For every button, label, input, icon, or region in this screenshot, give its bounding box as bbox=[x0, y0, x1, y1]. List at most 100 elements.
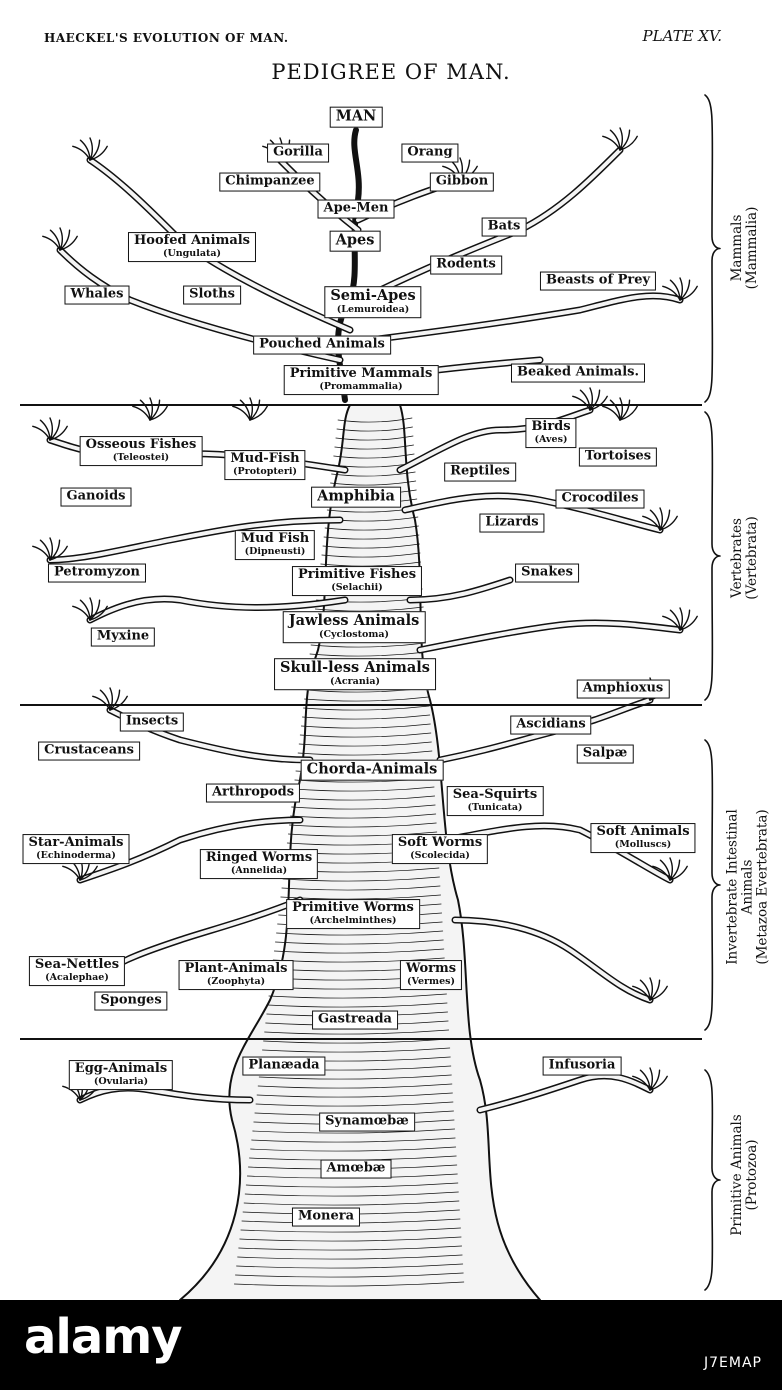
twig bbox=[72, 605, 91, 621]
taxon-label-ringed-worms: Ringed Worms(Annelida) bbox=[199, 849, 319, 879]
taxon-name: Rodents bbox=[436, 256, 496, 272]
bark-hatch bbox=[251, 1137, 456, 1143]
taxon-name: Bats bbox=[487, 218, 521, 234]
bark-hatch bbox=[330, 480, 417, 486]
taxon-label-amphioxus: Amphioxus bbox=[576, 679, 670, 699]
bark-hatch bbox=[304, 696, 430, 702]
taxon-name: Ape-Men bbox=[323, 200, 389, 216]
bark-hatch bbox=[293, 786, 435, 792]
taxon-latin-name: (Molluscs) bbox=[614, 839, 672, 851]
twig bbox=[649, 1075, 668, 1091]
taxon-label-man: MAN bbox=[329, 106, 383, 128]
taxon-label-mud-fish-protopteri: Mud-Fish(Protopteri) bbox=[224, 450, 306, 480]
twig bbox=[679, 609, 691, 631]
twig bbox=[92, 695, 111, 711]
taxon-name: MAN bbox=[335, 107, 377, 125]
branch-inner bbox=[403, 493, 662, 532]
twig bbox=[149, 397, 154, 421]
taxon-name: Synamœbæ bbox=[325, 1113, 409, 1129]
twig bbox=[652, 865, 671, 881]
twig bbox=[642, 515, 661, 531]
bark-hatch bbox=[321, 552, 421, 558]
bark-hatch bbox=[282, 876, 440, 882]
taxon-name: Snakes bbox=[521, 564, 573, 580]
taxon-label-salpae: Salpæ bbox=[576, 744, 634, 764]
twig bbox=[619, 397, 624, 421]
taxon-name: Sea-Nettles bbox=[34, 957, 120, 973]
branch-inner bbox=[408, 578, 512, 602]
taxon-latin-name: (Scolecida) bbox=[410, 850, 470, 862]
twig bbox=[619, 129, 631, 151]
taxon-name: Soft Worms bbox=[397, 835, 483, 851]
section-bracket bbox=[704, 411, 721, 701]
taxon-label-synamoebae: Synamœbæ bbox=[319, 1112, 415, 1132]
taxon-name: Lizards bbox=[485, 514, 539, 530]
taxon-latin-name: (Acalephae) bbox=[45, 972, 109, 984]
taxon-label-gorilla: Gorilla bbox=[267, 143, 329, 163]
plate-page: HAECKEL'S EVOLUTION OF MAN. PLATE XV. PE… bbox=[20, 27, 771, 1300]
twig bbox=[249, 405, 268, 421]
twig bbox=[589, 389, 601, 411]
twig bbox=[79, 139, 91, 161]
twig bbox=[669, 857, 674, 881]
twig bbox=[659, 507, 664, 531]
section-bracket bbox=[704, 94, 721, 403]
taxon-name: Whales bbox=[70, 286, 124, 302]
bark-hatch bbox=[292, 795, 436, 801]
twig bbox=[49, 229, 61, 251]
bark-hatch bbox=[257, 1083, 453, 1089]
taxon-latin-name: (Selachii) bbox=[331, 582, 383, 594]
twig bbox=[632, 1075, 651, 1091]
taxon-label-insects: Insects bbox=[119, 712, 185, 732]
bark-hatch bbox=[281, 885, 441, 891]
bark-hatch bbox=[297, 750, 433, 756]
twig bbox=[149, 405, 168, 421]
bark-hatch bbox=[276, 930, 444, 936]
taxon-label-ape-men: Ape-Men bbox=[317, 199, 395, 219]
twig bbox=[32, 545, 51, 561]
taxon-name: Orang bbox=[407, 144, 453, 160]
bark-hatch bbox=[336, 426, 413, 432]
taxon-label-gibbon: Gibbon bbox=[429, 172, 495, 192]
bark-hatch bbox=[290, 813, 437, 819]
taxon-name: Sea-Squirts bbox=[452, 787, 538, 803]
bark-hatch bbox=[275, 939, 444, 945]
taxon-label-reptiles: Reptiles bbox=[444, 462, 516, 482]
taxon-name: Petromyzon bbox=[53, 564, 141, 580]
twig bbox=[662, 285, 681, 301]
twig bbox=[59, 235, 78, 251]
twig bbox=[39, 539, 51, 561]
twig bbox=[109, 689, 121, 711]
taxon-name: Skull-less Animals bbox=[280, 659, 430, 677]
branch-inner bbox=[478, 1073, 652, 1112]
taxon-label-snakes: Snakes bbox=[515, 563, 579, 583]
taxon-latin-name: (Dipneusti) bbox=[244, 546, 306, 558]
taxon-name: Amphibia bbox=[317, 487, 395, 505]
bark-hatch bbox=[299, 732, 432, 738]
section-divider-vertebrates bbox=[20, 404, 702, 406]
taxon-name: Infusoria bbox=[548, 1057, 616, 1073]
branch-inner bbox=[278, 158, 360, 232]
taxon-name: Crocodiles bbox=[561, 490, 639, 506]
taxon-name: Plant-Animals bbox=[184, 961, 288, 977]
bark-hatch bbox=[262, 1047, 451, 1053]
taxon-latin-name: (Tunicata) bbox=[467, 802, 523, 814]
twig bbox=[649, 509, 661, 531]
taxon-label-tortoises: Tortoises bbox=[578, 447, 658, 467]
taxon-name: Egg-Animals bbox=[74, 1061, 168, 1077]
taxon-label-birds: Birds(Aves) bbox=[525, 418, 577, 448]
taxon-label-semi-apes: Semi-Apes(Lemuroidea) bbox=[324, 286, 422, 318]
bark-hatch bbox=[244, 1191, 459, 1197]
bark-hatch bbox=[256, 1092, 453, 1098]
twig bbox=[602, 135, 621, 151]
bark-hatch bbox=[240, 1227, 461, 1233]
section-label-vertebrates: Vertebrates(Vertebrata) bbox=[729, 516, 760, 600]
branch-inner bbox=[48, 518, 342, 562]
taxon-name: Amphioxus bbox=[582, 680, 664, 696]
twig bbox=[639, 1069, 651, 1091]
taxon-name: Sloths bbox=[189, 286, 235, 302]
taxon-name: Jawless Animals bbox=[288, 612, 420, 630]
twig bbox=[89, 145, 108, 161]
taxon-name: Crustaceans bbox=[44, 742, 134, 758]
taxon-label-amphibia: Amphibia bbox=[311, 486, 401, 508]
